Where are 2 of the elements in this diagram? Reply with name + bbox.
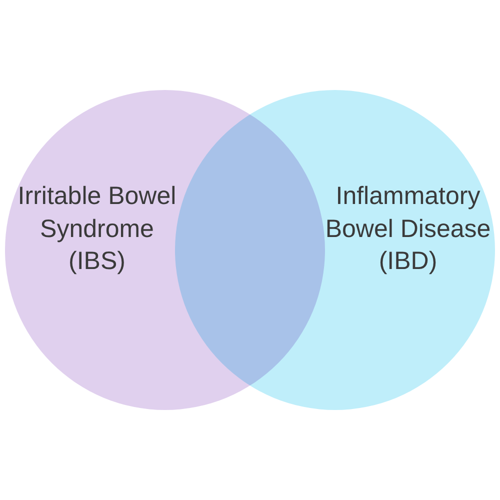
circle-label: Irritable Bowel Syndrome (IBS) (17, 181, 177, 277)
circle-label: Inflammatory Bowel Disease (IBD) (324, 181, 492, 277)
